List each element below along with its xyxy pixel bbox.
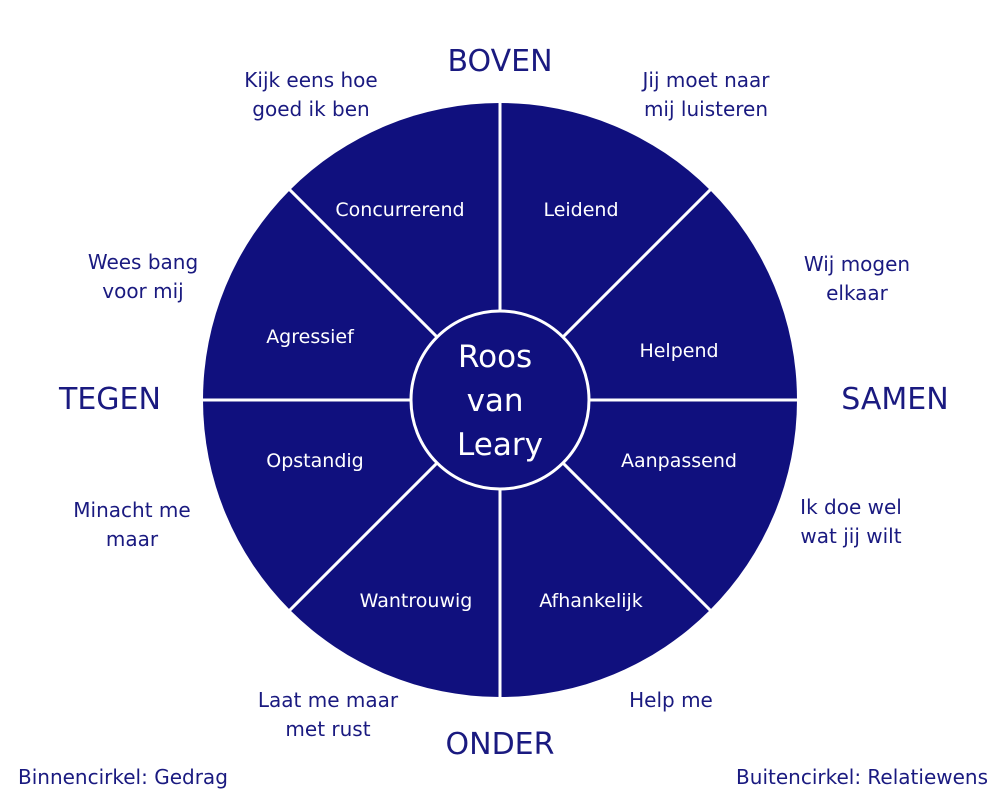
need-label-afhankelijk: Help me <box>629 688 713 712</box>
axis-label-top: BOVEN <box>447 44 552 79</box>
need-label-line: mij luisteren <box>644 97 768 121</box>
need-label-line: Laat me maar <box>258 688 399 712</box>
need-label-line: Ik doe wel <box>800 495 902 519</box>
need-label-helpend: Wij mogen elkaar <box>804 252 910 305</box>
segment-label-wantrouwig: Wantrouwig <box>360 590 473 612</box>
need-label-aanpassend: Ik doe wel wat jij wilt <box>800 495 902 548</box>
need-label-line: Wees bang <box>88 250 198 274</box>
segment-divider <box>561 188 712 339</box>
center-title: Roos van Leary <box>457 339 543 463</box>
need-label-line: Jij moet naar <box>640 68 770 92</box>
segment-divider <box>288 188 439 339</box>
segment-dividers <box>202 102 798 698</box>
wheel <box>202 102 798 698</box>
axis-label-left: TEGEN <box>58 382 161 417</box>
segment-label-concurrerend: Concurrerend <box>335 199 464 221</box>
legend-inner-circle: Binnencirkel: Gedrag <box>18 765 228 789</box>
need-label-line: Kijk eens hoe <box>244 68 377 92</box>
need-label-line: Wij mogen <box>804 252 910 276</box>
need-label-opstandig: Minacht me maar <box>73 498 190 551</box>
need-label-line: elkaar <box>826 281 889 305</box>
axis-label-bottom: ONDER <box>446 727 555 762</box>
need-label-concurrerend: Kijk eens hoe goed ik ben <box>244 68 377 121</box>
segment-label-helpend: Helpend <box>639 340 718 362</box>
segment-label-leidend: Leidend <box>543 199 618 221</box>
need-label-line: Help me <box>629 688 713 712</box>
center-circle <box>409 309 591 491</box>
need-label-wantrouwig: Laat me maar met rust <box>258 688 399 741</box>
legend-outer-circle: Buitencirkel: Relatiewens <box>736 765 988 789</box>
segment-divider <box>561 461 712 612</box>
segment-label-aanpassend: Aanpassend <box>621 450 737 472</box>
segment-divider <box>288 461 439 612</box>
need-label-line: wat jij wilt <box>800 524 901 548</box>
segment-label-afhankelijk: Afhankelijk <box>539 590 643 612</box>
segment-label-agressief: Agressief <box>266 326 355 348</box>
need-label-line: maar <box>106 527 159 551</box>
segment-label-opstandig: Opstandig <box>266 450 363 472</box>
center-title-line-3: Leary <box>457 427 543 463</box>
need-label-agressief: Wees bang voor mij <box>88 250 198 303</box>
need-label-line: voor mij <box>102 279 183 303</box>
need-label-line: Minacht me <box>73 498 190 522</box>
center-title-line-2: van <box>467 383 524 419</box>
axis-label-right: SAMEN <box>841 382 948 417</box>
need-label-leidend: Jij moet naar mij luisteren <box>640 68 770 121</box>
need-label-line: met rust <box>285 717 370 741</box>
need-label-line: goed ik ben <box>252 97 369 121</box>
center-title-line-1: Roos <box>458 339 532 375</box>
